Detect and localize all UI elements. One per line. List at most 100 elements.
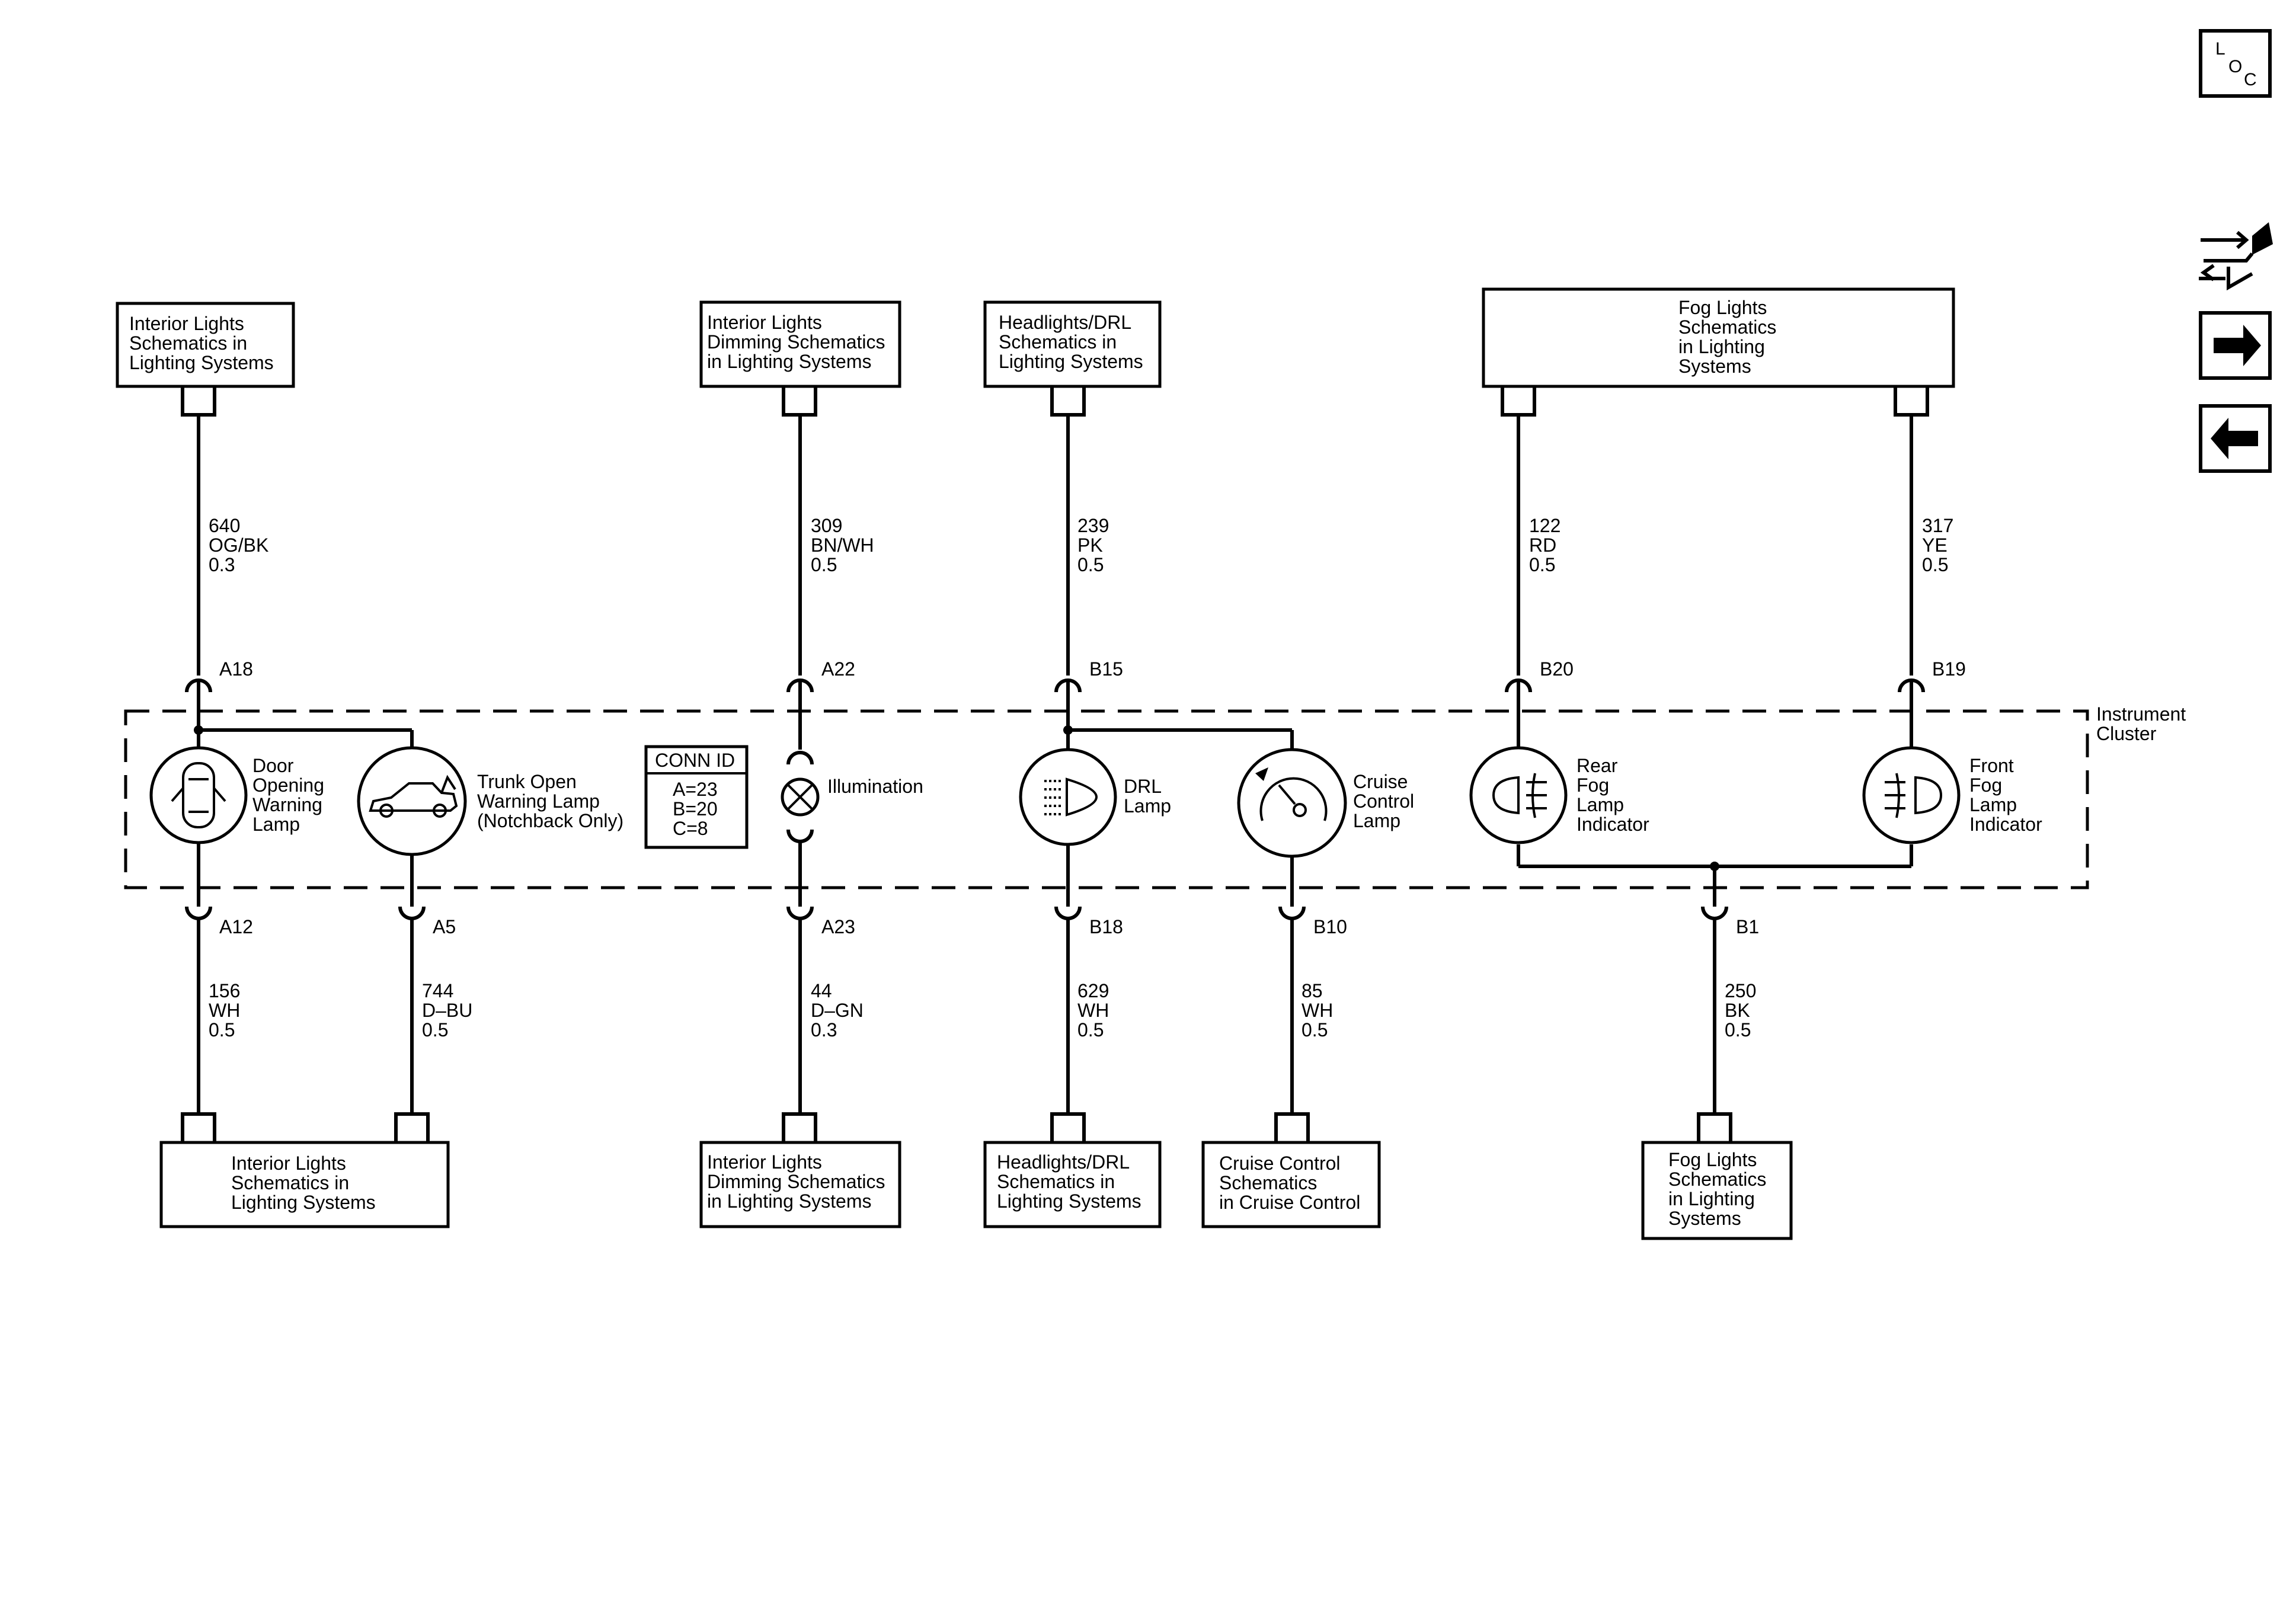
svg-text:Dimming Schematics: Dimming Schematics — [707, 331, 885, 353]
svg-text:Lamp: Lamp — [1353, 810, 1400, 831]
loc-letter-l: L — [2215, 39, 2225, 59]
arrow-right-icon — [2214, 325, 2261, 366]
pin-a18: A18 — [219, 658, 253, 680]
svg-text:239: 239 — [1077, 515, 1109, 536]
svg-text:Lighting Systems: Lighting Systems — [231, 1192, 376, 1213]
bottom-ref-box-fog-lights[interactable]: Fog Lights Schematics in Lighting System… — [1641, 1141, 1793, 1240]
svg-text:Headlights/DRL: Headlights/DRL — [999, 312, 1131, 333]
svg-text:Fog: Fog — [1576, 774, 1609, 796]
svg-text:Schematics in: Schematics in — [129, 332, 247, 354]
pin-b1: B1 — [1736, 916, 1759, 937]
top-ref-box-dimming[interactable]: Interior Lights Dimming Schematics in Li… — [699, 300, 901, 388]
pin-b10: B10 — [1313, 916, 1347, 937]
svg-text:Fog Lights: Fog Lights — [1668, 1149, 1757, 1170]
bottom-wires — [197, 918, 1716, 1114]
svg-text:Front: Front — [1969, 755, 2014, 776]
wire-label-122: 122 RD 0.5 — [1529, 515, 1560, 575]
loc-letter-c: C — [2244, 70, 2257, 89]
svg-text:317: 317 — [1922, 515, 1953, 536]
svg-text:Cruise: Cruise — [1353, 771, 1408, 792]
cruise-control-lamp — [1237, 748, 1347, 889]
top-wires — [197, 415, 1913, 676]
svg-text:Dimming Schematics: Dimming Schematics — [707, 1171, 885, 1192]
pin-b19: B19 — [1932, 658, 1966, 680]
bottom-ref-box-interior-lights[interactable]: Interior Lights Schematics in Lighting S… — [159, 1141, 450, 1228]
svg-text:Schematics: Schematics — [1678, 316, 1776, 338]
trunk-lamp-label: Trunk Open Warning Lamp (Notchback Only) — [477, 771, 623, 831]
top-pins — [185, 678, 1925, 760]
svg-text:Headlights/DRL: Headlights/DRL — [997, 1151, 1130, 1173]
bottom-ref-box-dimming[interactable]: Interior Lights Dimming Schematics in Li… — [699, 1141, 901, 1228]
previous-page-button[interactable] — [2199, 404, 2272, 473]
svg-text:Lamp: Lamp — [1969, 794, 2017, 815]
svg-text:0.5: 0.5 — [1922, 554, 1948, 575]
svg-text:44: 44 — [811, 980, 832, 1001]
top-ref-box-fog-lights[interactable]: Fog Lights Schematics in Lighting System… — [1482, 287, 1955, 388]
wire-label-85: 85 WH 0.5 — [1302, 980, 1333, 1041]
svg-text:629: 629 — [1077, 980, 1109, 1001]
car-door-icon — [171, 762, 226, 828]
pin-b15: B15 — [1089, 658, 1123, 680]
svg-text:Lighting Systems: Lighting Systems — [129, 352, 274, 373]
bottom-ref-box-headlights[interactable]: Headlights/DRL Schematics in Lighting Sy… — [983, 1141, 1162, 1228]
drl-lamp-label: DRL Lamp — [1124, 776, 1171, 817]
svg-text:0.5: 0.5 — [1725, 1019, 1751, 1041]
svg-text:744: 744 — [422, 980, 453, 1001]
top-pin-labels: A18 A22 B15 B20 B19 — [219, 658, 1966, 680]
trunk-car-icon — [369, 774, 458, 818]
loc-button[interactable]: L O C — [2199, 29, 2272, 98]
pin-a12: A12 — [219, 916, 253, 937]
door-lamp-label: Door Opening Warning Lamp — [252, 755, 324, 835]
svg-text:Indicator: Indicator — [1576, 814, 1649, 835]
svg-text:Schematics: Schematics — [1668, 1169, 1766, 1190]
rear-fog-label: Rear Fog Lamp Indicator — [1576, 755, 1649, 835]
top-ref-box-headlights[interactable]: Headlights/DRL Schematics in Lighting Sy… — [983, 300, 1162, 388]
svg-text:WH: WH — [209, 1000, 240, 1021]
svg-text:85: 85 — [1302, 980, 1323, 1001]
svg-text:Lamp: Lamp — [252, 814, 300, 835]
svg-text:Schematics in: Schematics in — [999, 331, 1117, 353]
cruise-lamp-label: Cruise Control Lamp — [1353, 771, 1414, 831]
bottom-pin-labels: A12 A5 A23 B18 B10 B1 — [219, 916, 1759, 937]
pin-a5: A5 — [433, 916, 456, 937]
arrow-left-icon — [2211, 418, 2258, 459]
wire-label-250: 250 BK 0.5 — [1725, 980, 1756, 1041]
svg-text:Instrument: Instrument — [2096, 703, 2186, 725]
conn-id-table: CONN ID A=23 B=20 C=8 — [644, 745, 749, 849]
svg-text:Fog: Fog — [1969, 774, 2002, 796]
door-opening-warning-lamp — [149, 730, 248, 889]
svg-text:WH: WH — [1302, 1000, 1333, 1021]
svg-text:250: 250 — [1725, 980, 1756, 1001]
svg-text:Interior Lights: Interior Lights — [129, 313, 244, 334]
svg-text:Door: Door — [252, 755, 294, 776]
svg-text:RD: RD — [1529, 534, 1556, 556]
bottom-stubs — [181, 1112, 1732, 1142]
next-page-button[interactable] — [2199, 311, 2272, 380]
connector-tool-icon[interactable] — [2199, 222, 2273, 291]
svg-text:in Lighting Systems: in Lighting Systems — [707, 351, 871, 372]
front-fog-lamp-indicator — [1862, 746, 1961, 844]
svg-text:in Lighting Systems: in Lighting Systems — [707, 1190, 871, 1212]
svg-text:Interior Lights: Interior Lights — [707, 1151, 822, 1173]
bottom-pins — [185, 866, 1728, 920]
svg-text:OG/BK: OG/BK — [209, 534, 268, 556]
svg-text:Lamp: Lamp — [1576, 794, 1624, 815]
svg-text:Systems: Systems — [1678, 356, 1751, 377]
svg-text:in Lighting: in Lighting — [1668, 1188, 1755, 1209]
svg-text:Schematics in: Schematics in — [231, 1172, 349, 1193]
svg-text:Interior Lights: Interior Lights — [707, 312, 822, 333]
top-ref-box-interior-lights[interactable]: Interior Lights Schematics in Lighting S… — [116, 302, 295, 388]
svg-text:Indicator: Indicator — [1969, 814, 2042, 835]
svg-text:0.5: 0.5 — [1077, 554, 1104, 575]
wire-label-239: 239 PK 0.5 — [1077, 515, 1109, 575]
loc-letter-o: O — [2228, 57, 2242, 76]
wire-label-629: 629 WH 0.5 — [1077, 980, 1109, 1041]
wire-label-640: 640 OG/BK 0.3 — [209, 515, 268, 575]
svg-text:in Cruise Control: in Cruise Control — [1219, 1192, 1360, 1213]
bottom-ref-box-cruise-control[interactable]: Cruise Control Schematics in Cruise Cont… — [1201, 1141, 1381, 1228]
wire-label-156: 156 WH 0.5 — [209, 980, 240, 1041]
svg-text:(Notchback Only): (Notchback Only) — [477, 810, 623, 831]
svg-text:Cluster: Cluster — [2096, 723, 2157, 744]
svg-text:D–GN: D–GN — [811, 1000, 864, 1021]
